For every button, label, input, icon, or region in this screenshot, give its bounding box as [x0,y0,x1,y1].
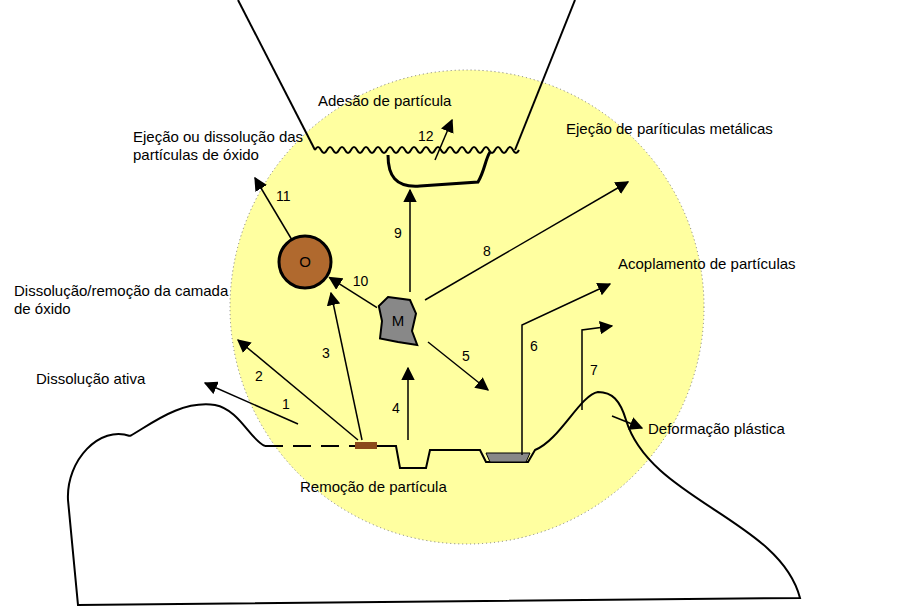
body-outline [130,404,265,446]
particle-letter: O [299,253,311,271]
arrow-3 [331,293,362,440]
mechanism-label: Adesão de partícula [318,92,451,110]
callout-number: 2 [255,368,263,384]
callout-number: 7 [590,362,598,378]
adhered-particle [388,152,490,186]
arrow-2 [238,340,358,440]
callout-number: 5 [462,348,470,364]
counterbody-outline [238,0,315,150]
callout-number: 10 [351,273,371,289]
arrow-7 [582,326,612,410]
particle-letter: M [392,312,405,330]
callout-number: 6 [530,338,538,354]
mechanism-label: Remoção de partícula [300,478,447,496]
mechanism-label: Ejeção ou dissolução das partículas de ó… [133,128,308,164]
arrow-5 [428,342,488,390]
metal-particle: M [378,296,418,346]
body-outline [68,392,800,605]
oxide-particle-outline [279,236,331,288]
callout-number: 3 [322,345,330,361]
callout-number: 1 [282,396,290,412]
mechanism-label: Deformação plástica [648,420,785,438]
callout-number: 11 [276,188,291,204]
oxide-patch [355,442,377,449]
arrow-12 [435,120,452,160]
arrow-11 [255,178,292,240]
oxide-particle: O [277,234,333,290]
arrow-9 [409,190,411,292]
mechanism-label: Ejeção de paríticulas metálicas [566,120,773,138]
callout-number: 8 [483,243,491,259]
mechanism-label: Dissolução ativa [36,370,145,388]
arrow-deformation [612,416,642,428]
arrow-6 [522,284,610,455]
embedded-particle [486,453,530,462]
mechanism-label: Dissolução/remoção da camada de óxido [14,282,234,318]
callout-number: 9 [394,225,402,241]
arrow-4 [407,368,409,440]
metal-particle-outline [379,297,417,345]
callout-number: 4 [392,400,400,416]
mechanism-label: Acoplamento de partículas [618,255,796,273]
arrow-1 [205,383,298,424]
arrow-8 [425,182,628,300]
callout-number: 12 [418,128,434,144]
